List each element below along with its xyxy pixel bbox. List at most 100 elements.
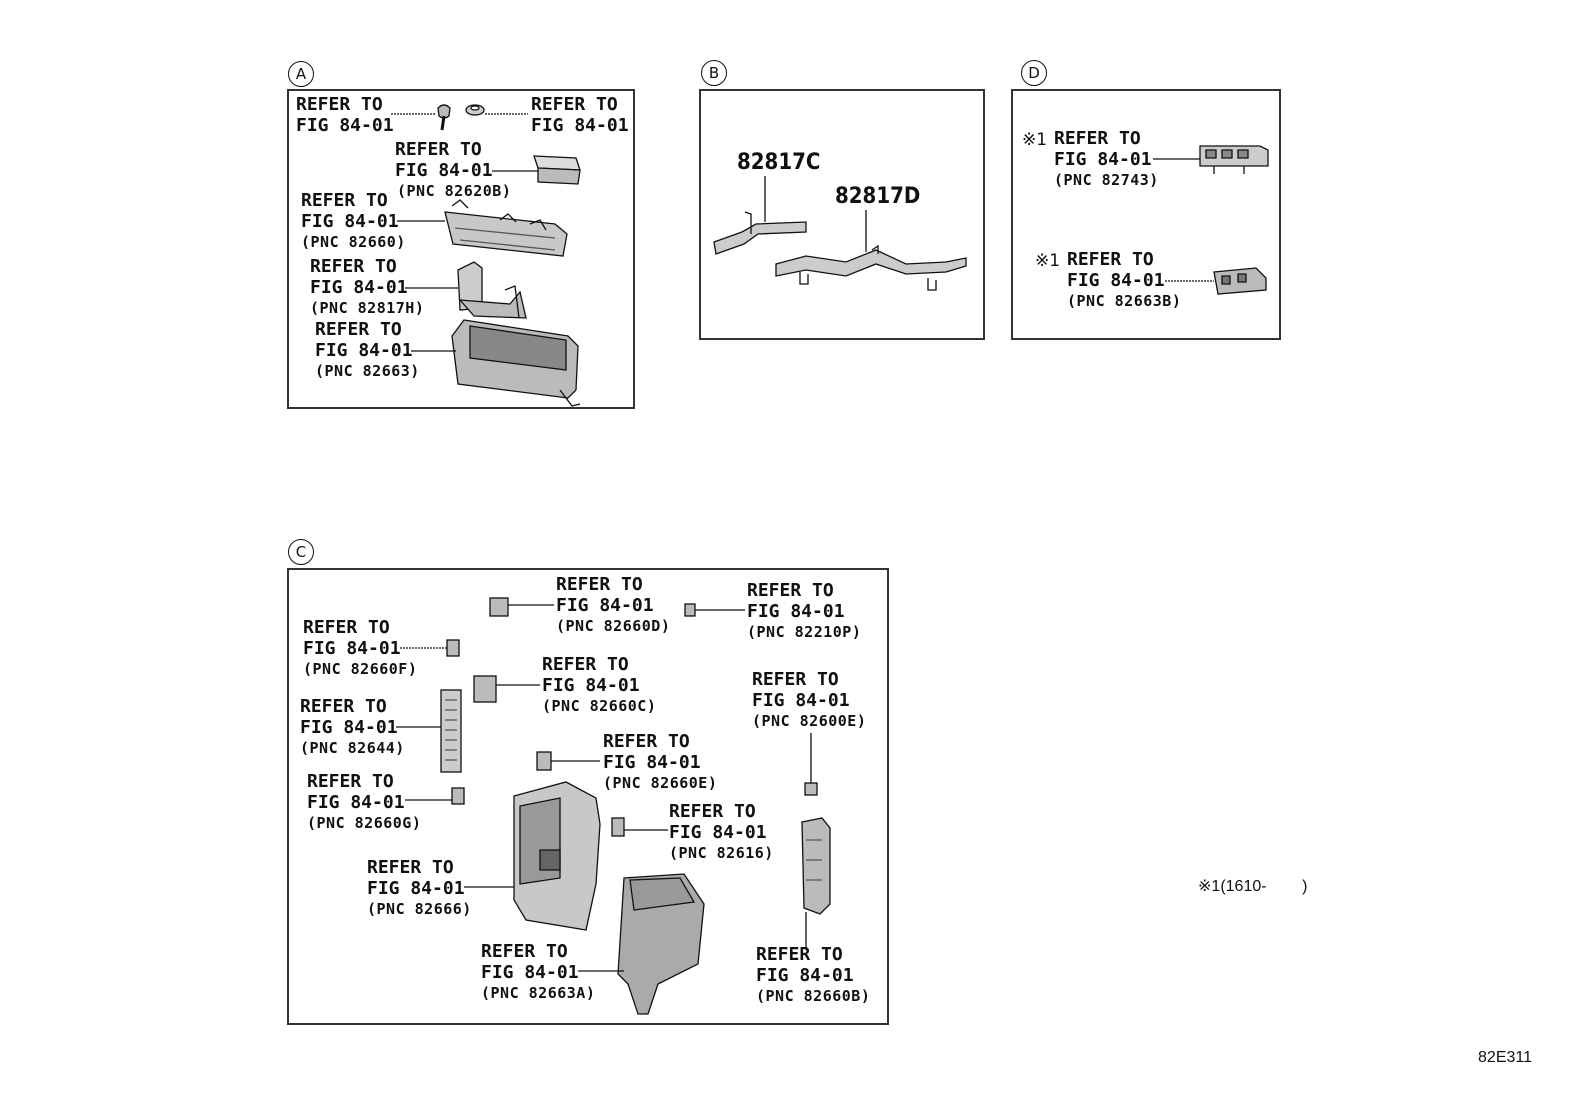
label-a-82620b: REFER TO FIG 84-01 (PNC 82620B) <box>395 139 511 201</box>
footnote-text: (1610- ) <box>1220 878 1308 895</box>
refer-to-text: REFER TO <box>303 617 390 638</box>
pnc-text: (PNC 82210P) <box>747 623 862 641</box>
label-a-nut: REFER TO FIG 84-01 <box>531 94 629 136</box>
refer-to-text: REFER TO <box>296 94 383 115</box>
pnc-text: (PNC 82660F) <box>303 660 418 678</box>
fig-ref-text: FIG 84-01 <box>300 717 398 738</box>
refer-to-text: REFER TO <box>310 256 397 277</box>
refer-to-text: REFER TO <box>542 654 629 675</box>
label-c-82616: REFER TO FIG 84-01 (PNC 82616) <box>669 801 774 863</box>
fig-ref-text: FIG 84-01 <box>296 115 394 136</box>
connector-82600e-part <box>804 782 818 796</box>
refer-to-text: REFER TO <box>315 319 402 340</box>
panel-d <box>1011 89 1281 340</box>
connector-82660b-part <box>801 817 831 915</box>
pnc-text: (PNC 82600E) <box>752 712 867 730</box>
pnc-text: (PNC 82666) <box>367 900 472 918</box>
connector-82660f-part <box>446 639 460 657</box>
pnc-text: (PNC 82660G) <box>307 814 422 832</box>
part-number-82817c: 82817C <box>737 150 821 175</box>
refer-to-text: REFER TO <box>531 94 618 115</box>
label-c-82663a: REFER TO FIG 84-01 (PNC 82663A) <box>481 941 595 1003</box>
refer-to-text: REFER TO <box>1067 249 1154 270</box>
section-d-badge: D <box>1021 60 1047 86</box>
fig-ref-text: FIG 84-01 <box>315 340 413 361</box>
label-a-82663: REFER TO FIG 84-01 (PNC 82663) <box>315 319 420 381</box>
refer-to-text: REFER TO <box>395 139 482 160</box>
case-82663-part <box>451 319 581 407</box>
pnc-text: (PNC 82663A) <box>481 984 596 1002</box>
cover-82663a-part <box>617 873 705 1015</box>
refer-to-text: REFER TO <box>1054 128 1141 149</box>
figure-code: 82E311 <box>1478 1049 1532 1066</box>
fig-ref-text: FIG 84-01 <box>669 822 767 843</box>
connector-82616-part <box>611 817 625 837</box>
note-mark-1: ※1 <box>1022 130 1048 150</box>
fig-ref-text: FIG 84-01 <box>556 595 654 616</box>
label-d-82743: REFER TO FIG 84-01 (PNC 82743) <box>1054 128 1159 190</box>
label-c-82666: REFER TO FIG 84-01 (PNC 82666) <box>367 857 472 919</box>
fig-ref-text: FIG 84-01 <box>747 601 845 622</box>
pnc-text: (PNC 82743) <box>1054 171 1159 189</box>
wire-82817c-part <box>713 211 807 255</box>
section-a-badge: A <box>288 61 314 87</box>
label-d-82663b: REFER TO FIG 84-01 (PNC 82663B) <box>1067 249 1181 311</box>
junction-82666-part <box>513 781 601 931</box>
block-82663b-part <box>1213 267 1267 295</box>
fig-ref-text: FIG 84-01 <box>367 878 465 899</box>
pnc-text: (PNC 82660C) <box>542 697 657 715</box>
fig-ref-text: FIG 84-01 <box>603 752 701 773</box>
connector-82660e-part <box>536 751 552 771</box>
connector-82644-part <box>440 689 462 773</box>
pnc-text: (PNC 82817H) <box>310 299 425 317</box>
refer-to-text: REFER TO <box>481 941 568 962</box>
refer-to-text: REFER TO <box>367 857 454 878</box>
label-c-82660f: REFER TO FIG 84-01 (PNC 82660F) <box>303 617 417 679</box>
refer-to-text: REFER TO <box>752 669 839 690</box>
label-a-82660: REFER TO FIG 84-01 (PNC 82660) <box>301 190 406 252</box>
pnc-text: (PNC 82663B) <box>1067 292 1182 310</box>
part-number-82817d: 82817D <box>835 184 921 209</box>
footnote: ※1(1610- ) <box>1198 876 1307 896</box>
pnc-text: (PNC 82644) <box>300 739 405 757</box>
fig-ref-text: FIG 84-01 <box>303 638 401 659</box>
relay-82620b-part <box>533 155 581 185</box>
connector-82660d-part <box>489 597 509 617</box>
label-c-82600e: REFER TO FIG 84-01 (PNC 82600E) <box>752 669 866 731</box>
fig-ref-text: FIG 84-01 <box>301 211 399 232</box>
connector-82660g-part <box>451 787 465 805</box>
label-a-bolt: REFER TO FIG 84-01 <box>296 94 394 136</box>
pnc-text: (PNC 82663) <box>315 362 420 380</box>
label-c-82660g: REFER TO FIG 84-01 (PNC 82660G) <box>307 771 421 833</box>
nut-part <box>465 104 485 116</box>
refer-to-text: REFER TO <box>300 696 387 717</box>
refer-to-text: REFER TO <box>307 771 394 792</box>
section-c-badge: C <box>288 539 314 565</box>
fig-ref-text: FIG 84-01 <box>1067 270 1165 291</box>
pnc-text: (PNC 82620B) <box>397 182 512 200</box>
fig-ref-text: FIG 84-01 <box>1054 149 1152 170</box>
connector-82210p-part <box>684 603 696 617</box>
fig-ref-text: FIG 84-01 <box>395 160 493 181</box>
refer-to-text: REFER TO <box>756 944 843 965</box>
fig-ref-text: FIG 84-01 <box>310 277 408 298</box>
label-c-82660d: REFER TO FIG 84-01 (PNC 82660D) <box>556 574 670 636</box>
refer-to-text: REFER TO <box>603 731 690 752</box>
bolt-part <box>437 104 451 131</box>
footnote-mark: ※1 <box>1198 878 1221 895</box>
fig-ref-text: FIG 84-01 <box>542 675 640 696</box>
fig-ref-text: FIG 84-01 <box>481 962 579 983</box>
section-b-badge: B <box>701 60 727 86</box>
pnc-text: (PNC 82660) <box>301 233 406 251</box>
relay-block-82743-part <box>1199 145 1269 174</box>
pnc-text: (PNC 82660D) <box>556 617 671 635</box>
fig-ref-text: FIG 84-01 <box>531 115 629 136</box>
refer-to-text: REFER TO <box>556 574 643 595</box>
label-c-82660e: REFER TO FIG 84-01 (PNC 82660E) <box>603 731 717 793</box>
bracket-82660-part <box>444 199 568 257</box>
note-mark-1: ※1 <box>1035 251 1061 271</box>
refer-to-text: REFER TO <box>747 580 834 601</box>
pnc-text: (PNC 82660B) <box>756 987 871 1005</box>
label-c-82660c: REFER TO FIG 84-01 (PNC 82660C) <box>542 654 656 716</box>
label-c-82210p: REFER TO FIG 84-01 (PNC 82210P) <box>747 580 861 642</box>
